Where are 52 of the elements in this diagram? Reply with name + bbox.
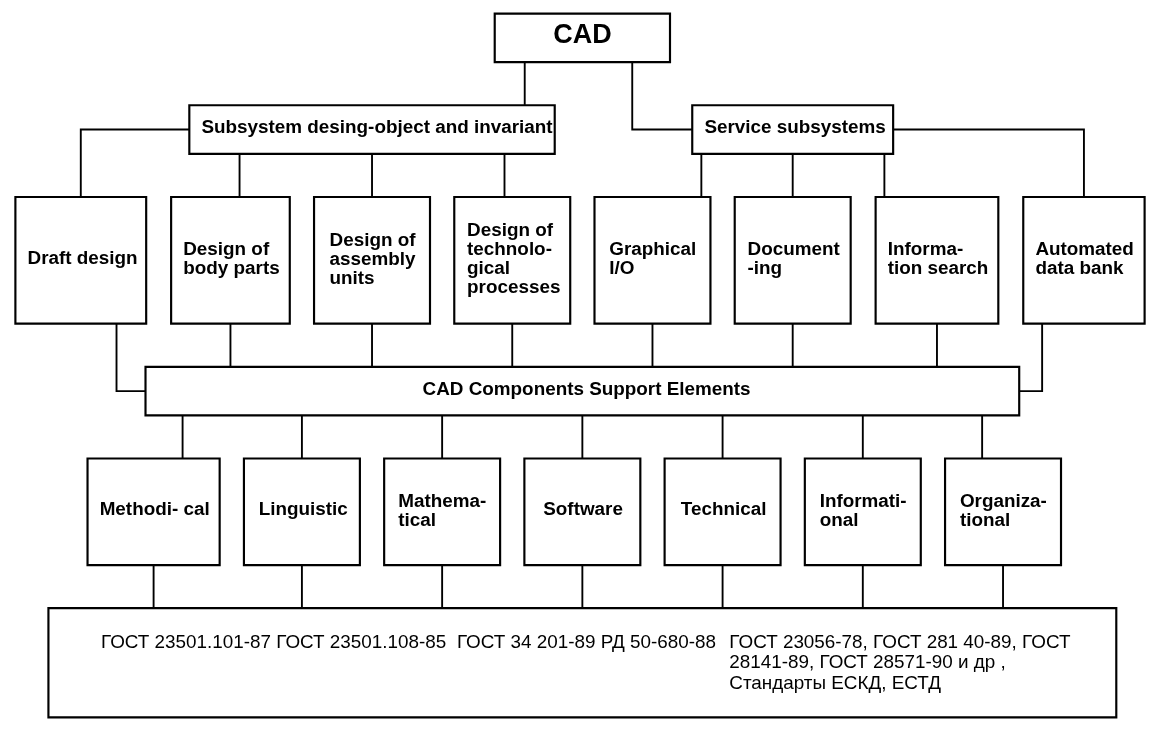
node-box: CAD: [493, 12, 671, 64]
connector: [152, 564, 155, 609]
connector: [882, 153, 885, 198]
connector: [580, 564, 583, 609]
connector: [791, 153, 794, 198]
node-box: Design of technolo- gical processes: [452, 195, 571, 325]
node-box: Design of body parts: [169, 195, 291, 325]
node-box: Graphical I/O: [592, 195, 712, 325]
connector: [721, 414, 724, 460]
connector: [440, 564, 443, 609]
connector: [791, 322, 794, 368]
connector: [370, 153, 373, 198]
connector: [1017, 322, 1043, 393]
connector: [229, 322, 231, 368]
node-box: Design of assembly units: [312, 195, 431, 325]
node-box: Organiza- tional: [943, 457, 1062, 567]
node-box: ГОСТ 23501.101-87 ГОСТ 23501.108-85 ГОСТ 34 201-89 РД 50-680-88 ГОСТ 23056-78, ГОСТ 281 40-89, ГОСТ 28141-89, ГОСТ 28571-90 и др , Стандарты ЕСКД, ЕСТД: [46, 607, 1117, 719]
connector: [79, 128, 190, 198]
connector: [370, 322, 373, 368]
node-box: Document -ing: [733, 195, 852, 325]
node-box: Informati- onal: [803, 457, 922, 567]
node-box: Methodi- cal: [85, 457, 221, 567]
node-box: Automated data bank: [1021, 195, 1146, 325]
connector: [523, 61, 526, 106]
connector: [238, 153, 240, 198]
connector: [699, 153, 702, 198]
node-box: Informa- tion search: [874, 195, 999, 325]
node-box: Subsystem desing-object and invariant: [187, 104, 556, 155]
node-box: Service subsystems: [690, 104, 894, 155]
node-box: Draft design: [13, 195, 147, 325]
connector: [115, 322, 146, 393]
connector: [861, 564, 864, 609]
connector: [935, 322, 938, 368]
connector: [440, 414, 443, 460]
node-box: Mathema- tical: [382, 457, 501, 567]
node-box: Technical: [663, 457, 782, 567]
connector: [1001, 564, 1004, 609]
node-box: CAD Components Support Elements: [143, 365, 1020, 417]
connector: [651, 322, 653, 368]
connector: [300, 564, 303, 609]
connector: [721, 564, 724, 609]
connector: [980, 414, 983, 460]
node-box: Software: [522, 457, 641, 567]
connector: [510, 322, 513, 368]
connector: [891, 128, 1085, 198]
connector: [300, 414, 303, 460]
connector: [861, 414, 864, 460]
connector: [580, 414, 583, 460]
connector: [630, 61, 693, 131]
node-box: Linguistic: [242, 457, 361, 567]
connector: [181, 414, 184, 460]
connector: [503, 153, 505, 198]
